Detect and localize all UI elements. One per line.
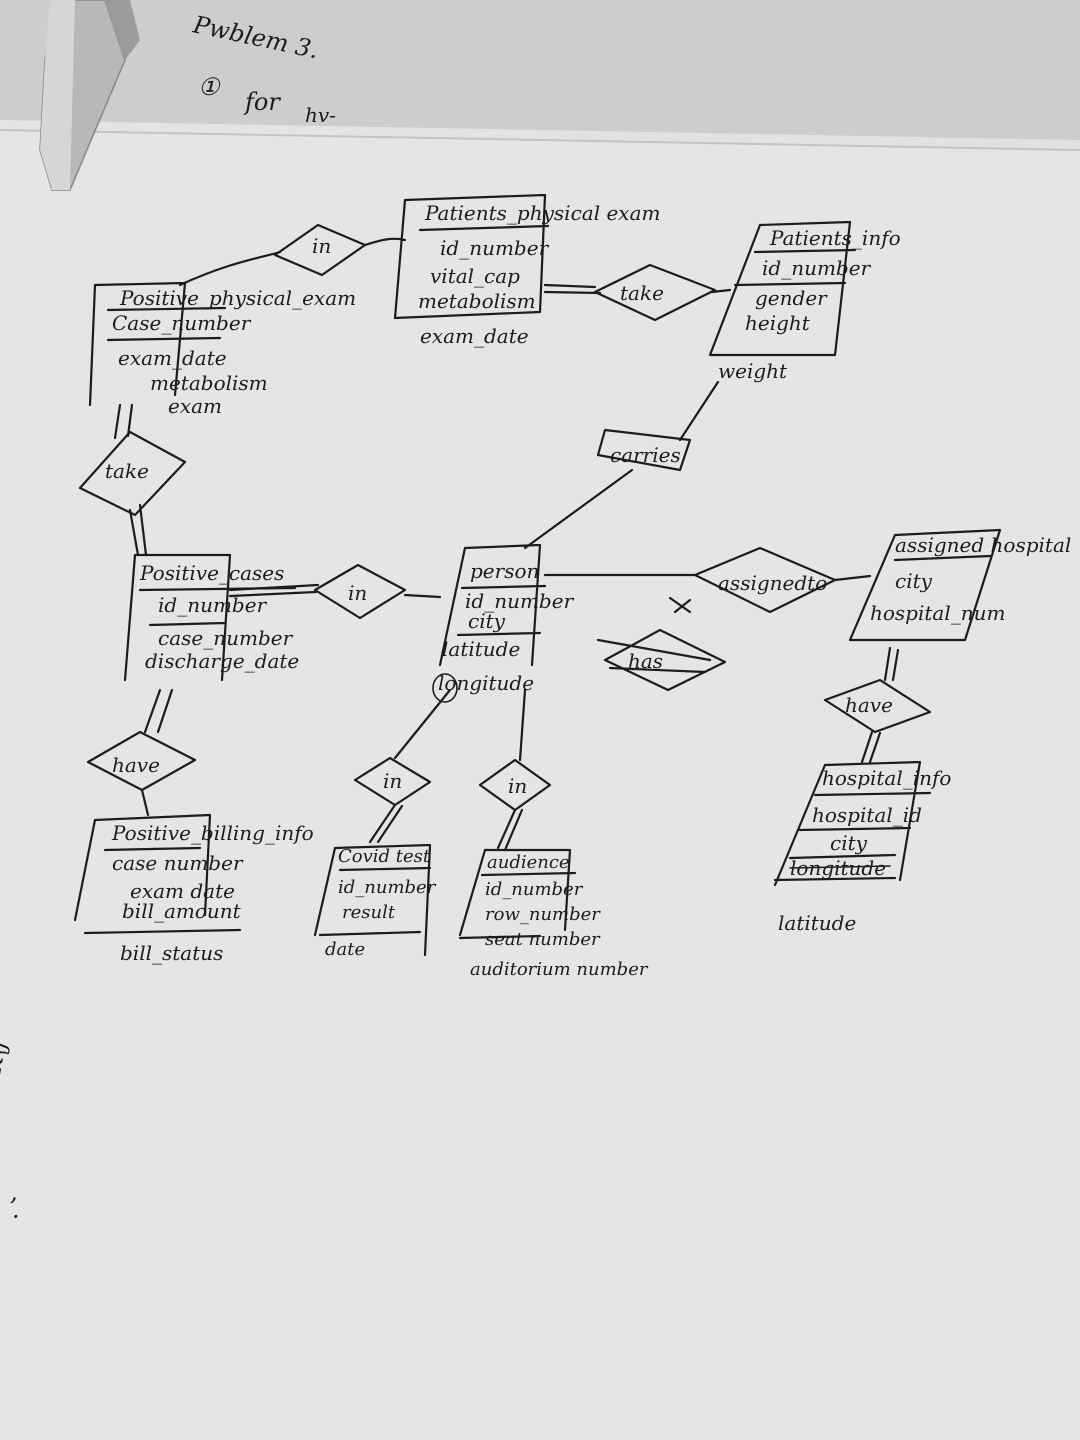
entity-title: audience: [487, 852, 570, 873]
entity-attr: id_number: [158, 593, 268, 617]
entity-attr: metabolism: [150, 371, 268, 395]
entity-attr: result: [342, 902, 396, 923]
relationship-assigned-to: assignedto: [693, 546, 837, 614]
margin-mark: ,: [10, 1178, 18, 1206]
entity-attr: id_number: [440, 236, 550, 260]
entity-title: person: [470, 559, 539, 583]
relationship-have-left: have: [86, 730, 197, 792]
entity-audience: audience id_number row_number seat numbe…: [458, 848, 649, 980]
entity-covid-test: Covid test id_number result date: [313, 843, 437, 960]
entity-patients-physical-exam: Patients_physical exam id_number vital_c…: [393, 193, 660, 348]
relationship-label: have: [845, 693, 893, 717]
relationship-carries: carries: [596, 428, 692, 472]
entity-attr: gender: [755, 286, 828, 310]
entity-attr: hospital_id: [812, 803, 922, 827]
entity-attr: seat number: [485, 929, 601, 950]
relationship-label: in: [383, 769, 402, 793]
entity-hospital-info: hospital_info hospital_id city longitude…: [773, 760, 951, 935]
entity-attr: exam date: [130, 879, 235, 903]
connector-lines: [113, 237, 900, 852]
entity-attr: metabolism: [418, 289, 536, 313]
relationship-label: in: [348, 581, 367, 605]
entity-attr: bill_amount: [122, 899, 242, 923]
entity-attr: hospital_num: [870, 601, 1005, 625]
problem-title: Pwblem 3.: [190, 10, 321, 64]
entity-attr: latitude: [778, 911, 856, 935]
relationship-label: take: [620, 281, 664, 305]
relationship-take-top: take: [593, 263, 717, 322]
relationship-label: in: [508, 774, 527, 798]
entity-positive-billing-info: Positive_billing_info case number exam d…: [73, 813, 314, 965]
relationship-in-covid: in: [353, 756, 432, 807]
entity-title: Patients_physical exam: [424, 201, 660, 225]
entity-attr: case number: [112, 851, 244, 875]
entity-attr: city: [895, 569, 933, 593]
entity-attr: vital_cap: [430, 264, 520, 288]
entity-patients-info: Patients_info id_number gender height we…: [708, 220, 901, 383]
entity-attr: row_number: [485, 904, 601, 925]
entity-attr: exam: [168, 394, 222, 418]
relationship-label: in: [312, 234, 331, 258]
entity-attr: discharge_date: [145, 649, 299, 673]
entity-attr: exam_date: [420, 324, 529, 348]
entity-title: Positive_physical_exam: [119, 286, 356, 310]
entity-attr: id_number: [338, 877, 437, 898]
margin-mark: ·: [12, 1203, 20, 1231]
entity-attr: weight: [718, 359, 788, 383]
relationship-label: take: [105, 459, 149, 483]
entity-title: Patients_info: [769, 226, 901, 250]
note-word-for: for: [243, 88, 281, 116]
entity-attr: id_number: [465, 589, 575, 613]
relationship-label: have: [112, 753, 160, 777]
entity-assigned-hospital: assigned hospital city hospital_num: [848, 528, 1071, 642]
entity-attr: city: [830, 831, 868, 855]
entity-attr: city: [468, 609, 506, 633]
entity-title: Positive_cases: [139, 561, 284, 585]
entity-person: person id_number city latitude longitude: [432, 543, 575, 703]
entity-attr: exam_date: [118, 346, 227, 370]
entity-attr: latitude: [442, 637, 520, 661]
entity-attr: bill_status: [120, 941, 223, 965]
entity-attr: Case_number: [112, 311, 252, 335]
relationship-label: assignedto: [718, 571, 827, 595]
relationship-in-mid: in: [313, 563, 407, 620]
note-marker: ①: [198, 73, 221, 101]
relationship-have-right: have: [823, 678, 932, 734]
entity-attr: id_number: [485, 879, 584, 900]
scissors-blade-icon: [39, 0, 140, 191]
entity-attr: auditorium number: [470, 959, 649, 980]
entity-positive-cases: Positive_cases id_number case_number dis…: [123, 553, 299, 682]
relationship-take-left: take: [78, 430, 187, 517]
relationship-in-top: in: [273, 223, 367, 277]
entity-title: Covid test: [338, 846, 431, 867]
relationship-in-audience: in: [478, 758, 552, 812]
entity-title: assigned hospital: [895, 533, 1071, 557]
entity-attr: case_number: [158, 626, 294, 650]
relationship-label: carries: [610, 443, 681, 467]
entity-title: Positive_billing_info: [111, 821, 314, 845]
struck-relationship: has: [596, 596, 727, 692]
entity-attr: date: [325, 939, 365, 960]
entity-title: hospital_info: [822, 766, 951, 790]
entity-positive-physical-exam: Positive_physical_exam Case_number exam_…: [88, 281, 356, 418]
entity-attr: id_number: [762, 256, 872, 280]
entity-attr: longitude: [438, 671, 534, 695]
note-word-hv: hv-: [305, 103, 336, 127]
margin-mark: K\j: [0, 1038, 12, 1077]
entity-attr: height: [745, 311, 811, 335]
